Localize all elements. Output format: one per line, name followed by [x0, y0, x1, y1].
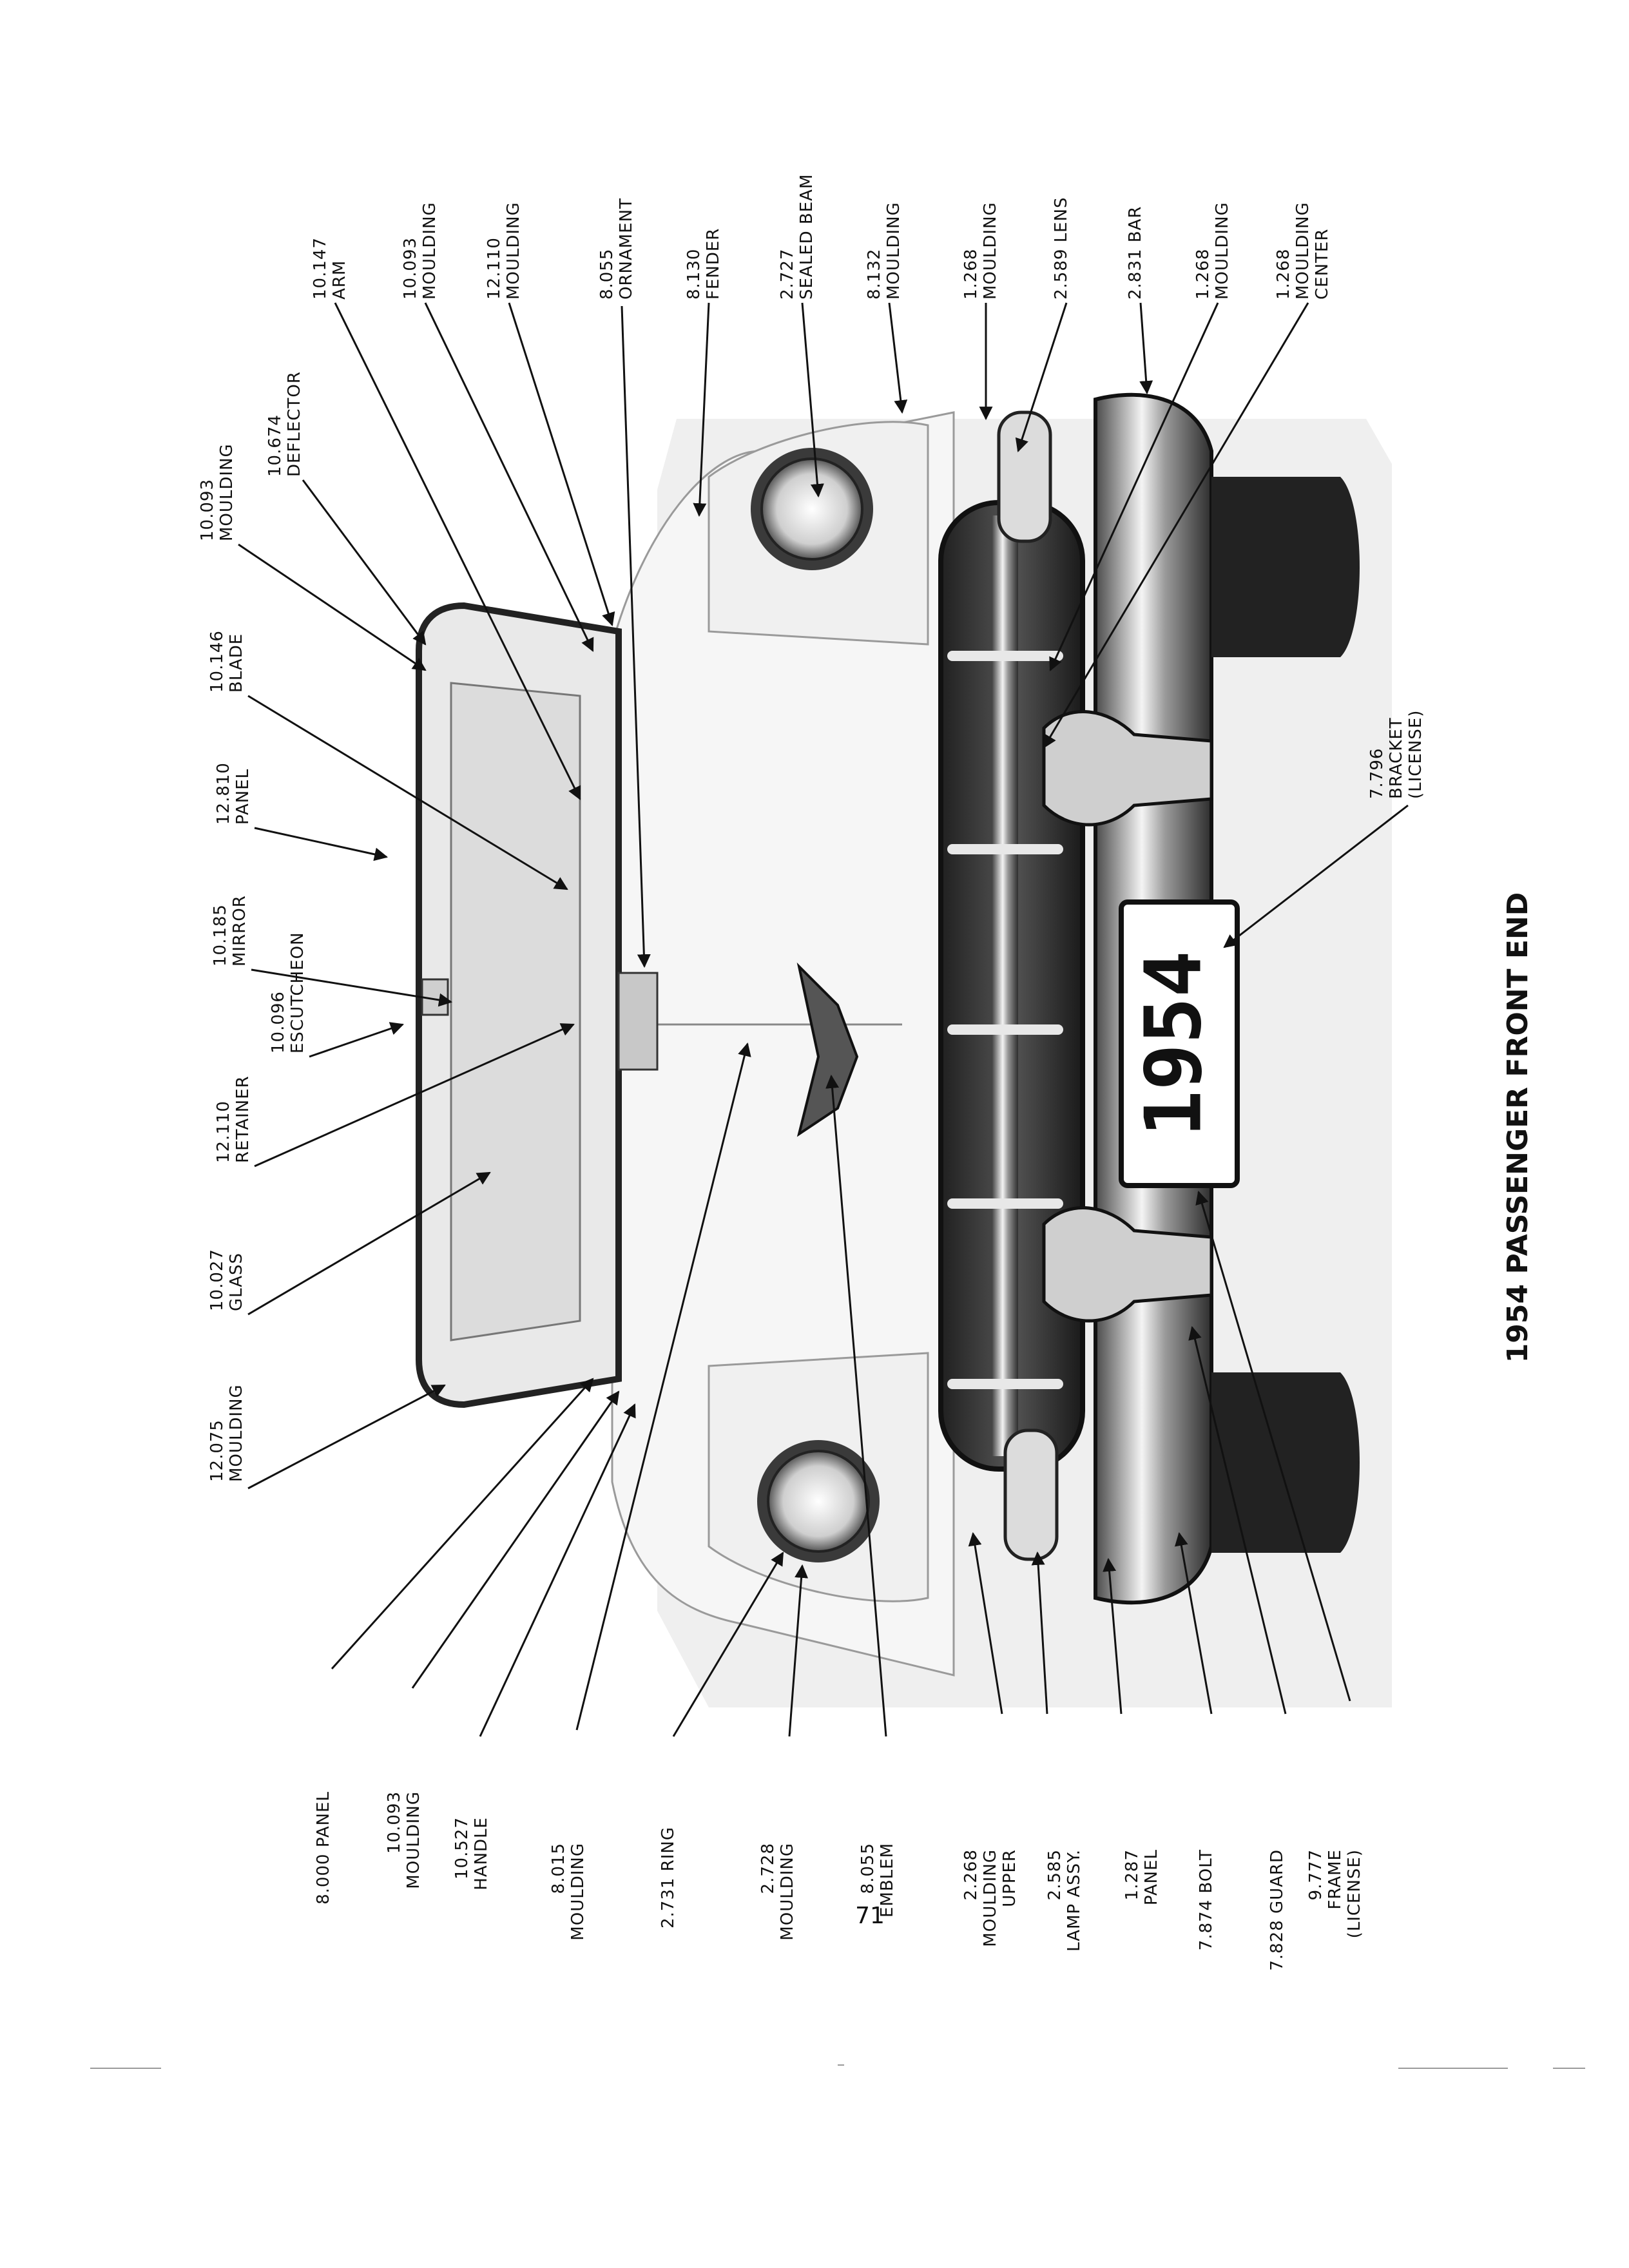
label-bottom-3-line1: 8.015 [549, 1843, 568, 1894]
label-left-6-line1: 12.110 [214, 1100, 233, 1163]
label-top-6-line1: 8.132 [865, 249, 884, 300]
label-bottom-8-line1: 2.585 [1045, 1849, 1065, 1900]
right-parking-lamp [997, 410, 1052, 543]
right-headlamp [751, 448, 873, 570]
page-number: 71 [855, 1903, 885, 1929]
label-bottom-2-line2: HANDLE [472, 1817, 491, 1890]
windshield-glass [450, 682, 581, 1341]
label-bottom-12-line1: 9.777 [1306, 1849, 1325, 1900]
label-top-4-line2: FENDER [704, 228, 723, 300]
label-top-11-line1: 1.268 [1274, 249, 1293, 300]
label-top-1-line2: MOULDING [420, 202, 439, 300]
label-bottom-9-line1: 1.287 [1123, 1849, 1142, 1900]
right-tire [1211, 477, 1360, 657]
label-left-2-line1: 10.146 [207, 630, 227, 693]
label-top-2-line2: MOULDING [504, 202, 523, 300]
left-tire [1211, 1372, 1360, 1553]
label-top-0-line2: ARM [330, 260, 349, 300]
label-left-5-line1: 10.096 [269, 991, 288, 1053]
label-bottom-1-line2: MOULDING [404, 1791, 423, 1889]
label-bottom-7-line3: UPPER [1000, 1849, 1019, 1907]
label-left-8-line1: 12.075 [207, 1419, 227, 1482]
label-bottom-5-line2: MOULDING [778, 1843, 797, 1941]
label-left-8-line2: MOULDING [227, 1384, 246, 1482]
label-left-7-line2: GLASS [227, 1253, 246, 1311]
left-parking-lamp [1003, 1428, 1059, 1561]
label-bottom-10-line1: 7.874 BOLT [1197, 1849, 1216, 1950]
label-left-0-line1: 10.093 [198, 479, 217, 541]
left-bumper-guard [1042, 1206, 1213, 1323]
label-top-3-line1: 8.055 [597, 249, 617, 300]
label-bottom-9-line2: PANEL [1142, 1849, 1161, 1905]
label-top-5-line1: 2.727 [778, 249, 797, 300]
label-bottom-12-line2: FRAME [1325, 1849, 1345, 1910]
label-left-7-line1: 10.027 [207, 1249, 227, 1311]
label-top-11-line2: MOULDING [1293, 202, 1313, 300]
label-bottom-3-line2: MOULDING [568, 1843, 588, 1941]
label-top-1-line1: 10.093 [401, 237, 420, 300]
label-bottom-6-line1: 8.055 [858, 1843, 878, 1894]
label-left-3-line2: PANEL [233, 769, 253, 825]
label-top-11-line3: CENTER [1313, 229, 1332, 300]
label-bottom-8-line2: LAMP ASSY. [1065, 1849, 1084, 1952]
label-bottom-2-line1: 10.527 [452, 1817, 472, 1879]
label-right-0-line1: 7.796 [1367, 748, 1387, 799]
hood-ornament [617, 972, 659, 1071]
label-bottom-12-line3: (LICENSE) [1345, 1849, 1364, 1938]
grille-teeth [947, 651, 1063, 1389]
grille-center-bar [992, 515, 1018, 1456]
scan-edge-marks [90, 2064, 1585, 2069]
label-bottom-0-line1: 8.000 PANEL [314, 1791, 333, 1905]
label-bottom-7-line2: MOULDING [981, 1849, 1000, 1947]
left-headlamp [757, 1440, 880, 1562]
hood-emblem [796, 962, 859, 1137]
label-top-4-line1: 8.130 [684, 249, 704, 300]
label-bottom-7-line1: 2.268 [961, 1849, 981, 1900]
label-left-0-line2: MOULDING [217, 443, 236, 541]
label-top-10-line2: MOULDING [1213, 202, 1232, 300]
label-bottom-1-line1: 10.093 [385, 1791, 404, 1854]
car-front-illustration: 1954 [416, 392, 1392, 1707]
label-left-6-line2: RETAINER [233, 1075, 253, 1163]
label-top-8-line1: 2.589 LENS [1052, 197, 1071, 300]
right-bumper-guard [1042, 710, 1213, 827]
label-bottom-6-line2: EMBLEM [878, 1843, 897, 1917]
label-top-2-line1: 12.110 [485, 237, 504, 300]
label-top-0-line1: 10.147 [311, 237, 330, 300]
license-plate-number: 1954 [1130, 951, 1219, 1137]
label-top-6-line2: MOULDING [884, 202, 903, 300]
label-top-5-line2: SEALED BEAM [797, 174, 816, 300]
label-left-4-line2: MIRROR [230, 895, 249, 966]
label-bottom-5-line1: 2.728 [758, 1843, 778, 1894]
label-top-9-line1: 2.831 BAR [1126, 206, 1145, 300]
label-top-10-line1: 1.268 [1193, 249, 1213, 300]
label-left-1-line1: 10.674 [265, 414, 285, 477]
label-left-1-line2: DEFLECTOR [285, 371, 304, 477]
license-plate: 1954 [1119, 899, 1240, 1188]
diagram-title: 1954 PASSENGER FRONT END [1501, 892, 1534, 1363]
label-left-2-line2: BLADE [227, 633, 246, 693]
label-left-3-line1: 12.810 [214, 762, 233, 825]
label-bottom-4-line1: 2.731 RING [659, 1827, 678, 1928]
leader-lines [238, 302, 1409, 1737]
label-top-3-line2: ORNAMENT [617, 198, 636, 300]
label-bottom-11-line1: 7.828 GUARD [1268, 1849, 1287, 1971]
label-left-4-line1: 10.185 [211, 904, 230, 966]
label-top-7-line1: 1.268 [961, 249, 981, 300]
label-top-7-line2: MOULDING [981, 202, 1000, 300]
label-right-0-line2: BRACKET [1387, 717, 1406, 799]
label-right-0-line3: (LICENSE) [1406, 710, 1425, 799]
label-left-5-line2: ESCUTCHEON [288, 932, 307, 1053]
